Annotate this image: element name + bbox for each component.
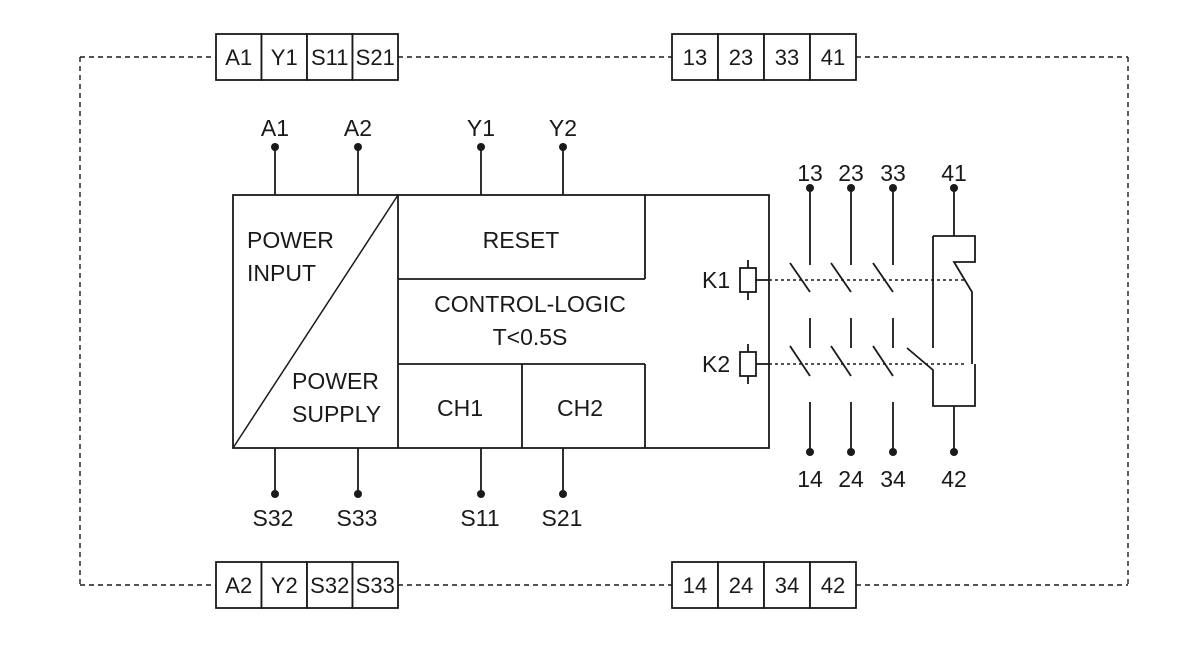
relay-module — [232, 194, 770, 449]
power-divider-diagonal — [232, 194, 399, 449]
terminal-label: 42 — [821, 573, 845, 598]
reset-label: RESET — [483, 227, 560, 253]
terminal-label: A1 — [225, 45, 252, 70]
terminal-strip-top-right: 13 23 33 41 — [671, 33, 857, 81]
control-logic-label: CONTROL-LOGIC — [434, 291, 626, 317]
terminal-strip-bottom-left: A2 Y2 S32 S33 — [215, 561, 399, 609]
terminal-label: 14 — [683, 573, 707, 598]
relay-coil-k2 — [739, 344, 769, 384]
k2-label: K2 — [702, 351, 730, 377]
pin-label: S32 — [253, 505, 294, 531]
terminal-label: 33 — [775, 45, 799, 70]
contact-33-34 — [872, 184, 897, 456]
terminal-strip-top-left: A1 Y1 S11 S21 — [215, 33, 399, 81]
dashed-frame — [79, 56, 1129, 586]
terminal-label: 41 — [821, 45, 845, 70]
terminal-label: S11 — [311, 45, 349, 70]
terminal-label: S21 — [356, 45, 395, 70]
terminal-label: S32 — [310, 573, 349, 598]
pin-label: S11 — [460, 505, 499, 531]
contact-label: 41 — [941, 160, 967, 186]
pin-label: Y1 — [467, 115, 495, 141]
terminal-label: 34 — [775, 573, 799, 598]
pin-label: Y2 — [549, 115, 577, 141]
control-logic-timing: T<0.5S — [493, 324, 568, 350]
contact-label: 24 — [838, 466, 864, 492]
bottom-pins — [271, 448, 567, 498]
top-pins — [271, 143, 567, 195]
pin-label: A2 — [344, 115, 372, 141]
contact-13-14 — [789, 184, 814, 456]
ch2-label: CH2 — [557, 395, 603, 421]
terminal-label: 24 — [729, 573, 753, 598]
contact-label: 14 — [797, 466, 823, 492]
terminal-label: Y1 — [271, 45, 298, 70]
contact-label: 42 — [941, 466, 967, 492]
contact-23-24 — [830, 184, 855, 456]
power-supply-label: SUPPLY — [292, 401, 381, 427]
relay-coil-k1 — [739, 260, 769, 300]
contact-41-42 — [906, 184, 976, 456]
power-input-label: POWER — [247, 227, 334, 253]
k1-label: K1 — [702, 267, 730, 293]
terminal-label: 13 — [683, 45, 707, 70]
contact-label: 33 — [880, 160, 906, 186]
power-supply-label: POWER — [292, 368, 379, 394]
contact-label: 23 — [838, 160, 864, 186]
terminal-label: 23 — [729, 45, 753, 70]
pin-label: A1 — [261, 115, 289, 141]
terminal-label: S33 — [356, 573, 395, 598]
contact-label: 34 — [880, 466, 906, 492]
contact-label: 13 — [797, 160, 823, 186]
terminal-label: Y2 — [271, 573, 298, 598]
terminal-strip-bottom-right: 14 24 34 42 — [671, 561, 857, 609]
ch1-label: CH1 — [437, 395, 483, 421]
pin-label: S21 — [542, 505, 583, 531]
pin-label: S33 — [337, 505, 378, 531]
power-input-label: INPUT — [247, 260, 316, 286]
terminal-label: A2 — [225, 573, 252, 598]
